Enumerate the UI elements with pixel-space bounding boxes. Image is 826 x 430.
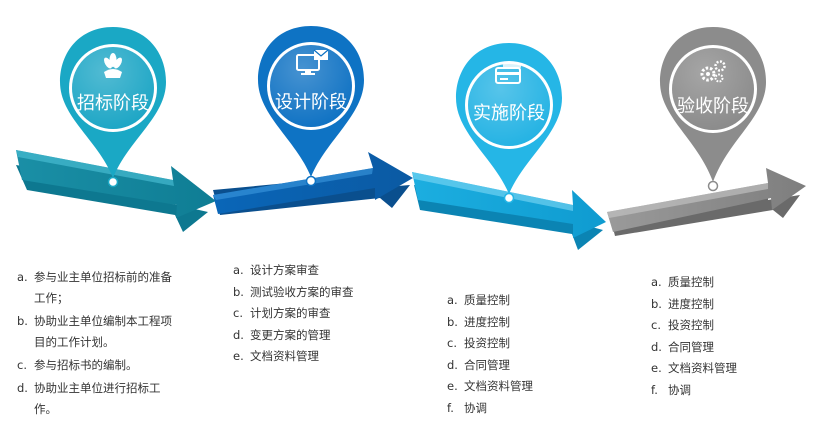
list-item: a. 质量控制 bbox=[651, 272, 781, 294]
stage-1-task-list: a. 参与业主单位招标前的准备工作； b. 协助业主单位编制本工程项目的工作计划。 c.… bbox=[17, 267, 179, 422]
list-item-text: 变更方案的管理 bbox=[250, 327, 331, 342]
list-item-marker: a. bbox=[447, 293, 458, 307]
stage-pin-4: 验收阶段 bbox=[660, 27, 766, 192]
list-item-text: 进度控制 bbox=[464, 314, 510, 329]
stage-arrow-4 bbox=[607, 168, 806, 236]
list-item-text: 测试验收方案的审查 bbox=[250, 284, 354, 299]
stage-pin-1: 招标阶段 bbox=[60, 27, 166, 188]
list-item: c. 投资控制 bbox=[447, 333, 577, 355]
list-item-marker: e. bbox=[233, 349, 244, 363]
list-item-text: 参与业主单位招标前的准备工作； bbox=[34, 270, 172, 305]
list-item-marker: a. bbox=[17, 270, 28, 284]
list-item-marker: c. bbox=[447, 336, 457, 350]
stage-4-task-list: a. 质量控制 b. 进度控制 c. 投资控制 d. 合同管理 e. 文档资料管理 f. 协调 bbox=[651, 272, 781, 401]
list-item: a. 设计方案审查 bbox=[233, 260, 383, 282]
list-item: d. 变更方案的管理 bbox=[233, 325, 383, 347]
stage-pin-3: 实施阶段 bbox=[456, 43, 562, 204]
list-item-marker: f. bbox=[651, 382, 658, 397]
list-item: e. 文档资料管理 bbox=[233, 346, 383, 368]
list-item-marker: d. bbox=[233, 327, 244, 342]
list-item-text: 进度控制 bbox=[668, 296, 714, 311]
list-item-text: 质量控制 bbox=[464, 293, 510, 307]
list-item-text: 协调 bbox=[668, 382, 691, 397]
list-item-marker: a. bbox=[651, 275, 662, 289]
list-item-marker: c. bbox=[17, 358, 27, 372]
list-item-text: 参与招标书的编制。 bbox=[34, 358, 138, 372]
list-item-text: 投资控制 bbox=[464, 336, 510, 350]
list-item-text: 投资控制 bbox=[668, 318, 714, 332]
list-item-marker: d. bbox=[447, 357, 458, 372]
stage-arrow-3 bbox=[412, 172, 606, 250]
list-item: c. 投资控制 bbox=[651, 315, 781, 337]
list-item-text: 文档资料管理 bbox=[464, 379, 533, 393]
stage-title-2: 设计阶段 bbox=[275, 92, 347, 113]
list-item-marker: e. bbox=[447, 379, 458, 393]
list-item: d. 协助业主单位进行招标工作。 bbox=[17, 378, 179, 420]
list-item: a. 参与业主单位招标前的准备工作； bbox=[17, 267, 179, 309]
list-item-marker: e. bbox=[651, 361, 662, 375]
gears-icon bbox=[700, 60, 726, 83]
list-item: b. 进度控制 bbox=[447, 312, 577, 334]
list-item: f. 协调 bbox=[447, 398, 577, 420]
list-item-text: 协助业主单位编制本工程项目的工作计划。 bbox=[34, 314, 172, 349]
monitor-mail-icon bbox=[296, 49, 329, 75]
list-item-marker: b. bbox=[17, 314, 28, 328]
list-item-marker: a. bbox=[233, 263, 244, 277]
list-item-marker: d. bbox=[17, 381, 28, 395]
list-item-marker: c. bbox=[651, 318, 661, 332]
list-item-text: 协助业主单位进行招标工作。 bbox=[34, 381, 161, 416]
list-item-text: 计划方案的审查 bbox=[250, 306, 331, 320]
list-item: d. 合同管理 bbox=[651, 337, 781, 359]
list-item-text: 协调 bbox=[464, 400, 487, 415]
list-item-text: 文档资料管理 bbox=[668, 361, 737, 375]
stage-3-task-list: a. 质量控制 b. 进度控制 c. 投资控制 d. 合同管理 e. 文档资料管理 f. 协调 bbox=[447, 290, 577, 419]
list-item: c. 参与招标书的编制。 bbox=[17, 355, 179, 376]
stage-title-3: 实施阶段 bbox=[473, 103, 545, 124]
list-item: a. 质量控制 bbox=[447, 290, 577, 312]
list-item-marker: f. bbox=[447, 400, 454, 415]
list-item-text: 合同管理 bbox=[668, 339, 714, 354]
list-item-text: 质量控制 bbox=[668, 275, 714, 289]
list-item: b. 测试验收方案的审查 bbox=[233, 282, 383, 304]
list-item-marker: b. bbox=[233, 284, 244, 299]
list-item-text: 文档资料管理 bbox=[250, 349, 319, 363]
list-item: d. 合同管理 bbox=[447, 355, 577, 377]
stage-title-4: 验收阶段 bbox=[677, 96, 749, 117]
stage-2-task-list: a. 设计方案审查 b. 测试验收方案的审查 c. 计划方案的审查 d. 变更方案的管理 e. 文… bbox=[233, 260, 383, 368]
list-item: c. 计划方案的审查 bbox=[233, 303, 383, 325]
list-item: f. 协调 bbox=[651, 380, 781, 402]
list-item-text: 合同管理 bbox=[464, 357, 510, 372]
list-item-marker: b. bbox=[447, 314, 458, 329]
flower-icon bbox=[104, 53, 122, 78]
stage-title-1: 招标阶段 bbox=[77, 93, 149, 114]
list-item-marker: b. bbox=[651, 296, 662, 311]
list-item-text: 设计方案审查 bbox=[250, 263, 319, 277]
list-item-marker: c. bbox=[233, 306, 243, 320]
list-item: b. 进度控制 bbox=[651, 294, 781, 316]
list-item: e. 文档资料管理 bbox=[447, 376, 577, 398]
credit-card-icon bbox=[495, 64, 521, 84]
stage-pin-2: 设计阶段 bbox=[258, 26, 364, 187]
list-item: e. 文档资料管理 bbox=[651, 358, 781, 380]
list-item: b. 协助业主单位编制本工程项目的工作计划。 bbox=[17, 311, 179, 353]
list-item-marker: d. bbox=[651, 339, 662, 354]
